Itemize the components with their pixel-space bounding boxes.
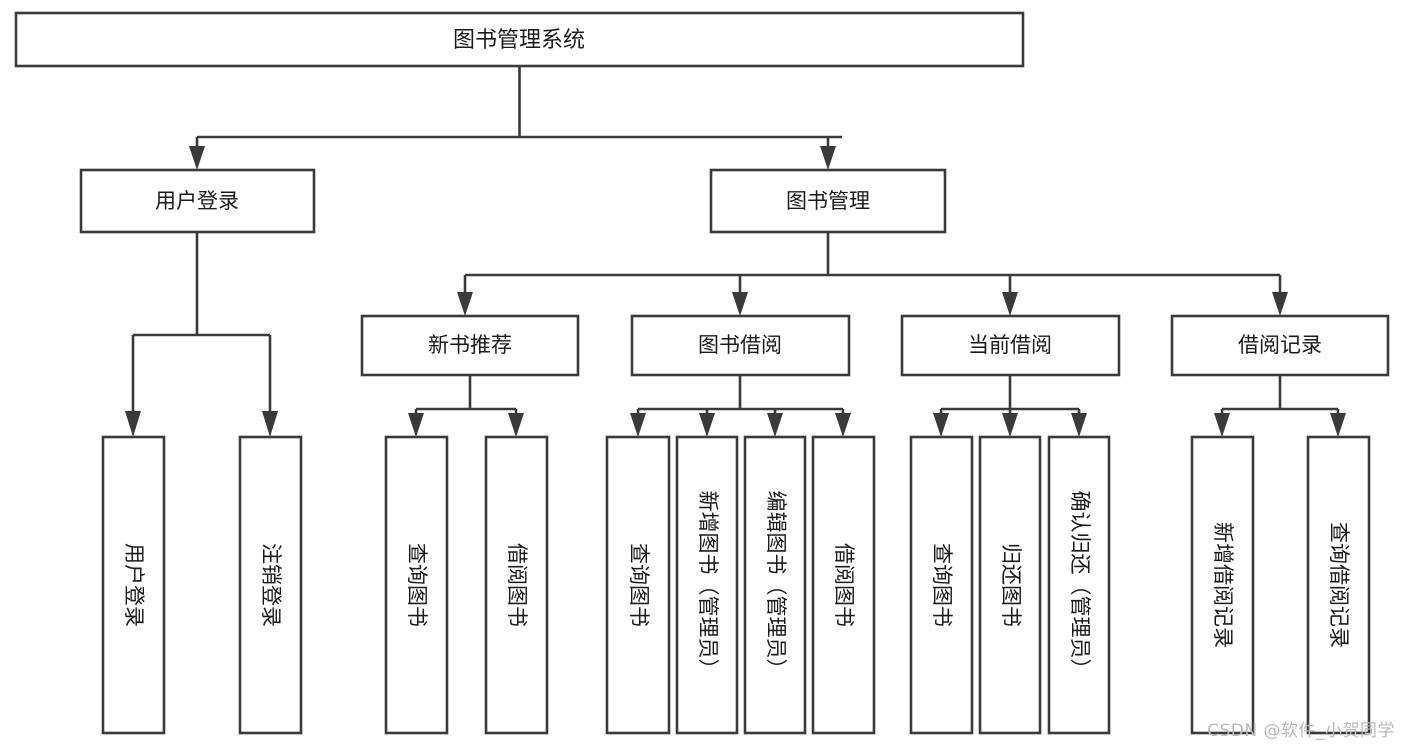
node-user-login-label: 用户登录: [155, 189, 239, 213]
arrow-new-l1: [408, 413, 424, 437]
node-borrow-record-label: 借阅记录: [1238, 333, 1322, 357]
leaf-new-book-0-label: 查询图书: [405, 543, 429, 627]
leaf-current-borrow-1-label: 归还图书: [999, 543, 1023, 627]
node-current-borrow-box[interactable]: [900, 314, 1121, 377]
arrow-current-l3: [1071, 413, 1087, 437]
leaf-current-borrow-1[interactable]: 归还图书: [978, 435, 1042, 735]
leaf-borrow-record-0[interactable]: 新增借阅记录: [1190, 435, 1255, 735]
arrow-current-l2: [1002, 413, 1018, 437]
arrow-borrow-l3: [767, 413, 783, 437]
leaf-current-borrow-0-label: 查询图书: [930, 543, 954, 627]
node-root[interactable]: 图书管理系统: [14, 11, 1025, 68]
arrow-user-leaf1: [125, 411, 141, 437]
arrow-new-l2: [508, 413, 524, 437]
leaf-borrow-record-1[interactable]: 查询借阅记录: [1306, 435, 1371, 735]
leaf-new-book-1[interactable]: 借阅图书: [484, 435, 549, 735]
arrow-borrow-l2: [699, 413, 715, 437]
csdn-watermark: CSDN @软件_小贺同学: [1207, 721, 1395, 741]
leaf-book-borrow-2-label: 编辑图书（管理员）: [764, 491, 788, 680]
node-user-login-box[interactable]: [79, 168, 316, 234]
node-borrow-record[interactable]: 借阅记录: [1170, 314, 1390, 377]
node-borrow-record-box[interactable]: [1170, 314, 1390, 377]
arrow-root-to-bookmgmt: [820, 146, 836, 170]
leaf-current-borrow-2[interactable]: 确认归还（管理员）: [1047, 435, 1111, 735]
leaf-book-borrow-0[interactable]: 查询图书: [605, 435, 671, 735]
leaf-book-borrow-0-box[interactable]: [605, 435, 671, 735]
leaf-book-borrow-2-box[interactable]: [743, 435, 807, 735]
leaf-current-borrow-1-box[interactable]: [978, 435, 1042, 735]
node-book-management-label: 图书管理: [786, 189, 870, 213]
edges-layer: [125, 66, 1346, 437]
leaf-borrow-record-0-box[interactable]: [1190, 435, 1255, 735]
leaf-book-borrow-1-label: 新增图书（管理员）: [696, 491, 720, 680]
node-new-book-recommend-box[interactable]: [360, 314, 580, 377]
arrow-root-to-user: [189, 146, 205, 170]
arrow-record-l1: [1214, 413, 1230, 437]
leaf-user-login-1-box[interactable]: [238, 435, 303, 735]
leaf-borrow-record-1-label: 查询借阅记录: [1327, 522, 1351, 648]
leaf-borrow-record-1-box[interactable]: [1306, 435, 1371, 735]
node-book-borrow-box[interactable]: [630, 314, 851, 377]
leaf-current-borrow-2-box[interactable]: [1047, 435, 1111, 735]
leaf-borrow-record-0-label: 新增借阅记录: [1211, 522, 1235, 648]
leaf-new-book-1-label: 借阅图书: [505, 543, 529, 627]
leaf-user-login-0[interactable]: 用户登录: [101, 435, 166, 735]
leaf-new-book-0-box[interactable]: [384, 435, 449, 735]
arrow-bm-current: [1002, 292, 1018, 316]
leaf-user-login-0-label: 用户登录: [122, 543, 146, 627]
arrow-record-l2: [1330, 413, 1346, 437]
arrow-borrow-l4: [835, 413, 851, 437]
arrow-bm-record: [1272, 292, 1288, 316]
leaf-current-borrow-2-label: 确认归还（管理员）: [1068, 491, 1092, 680]
node-current-borrow[interactable]: 当前借阅: [900, 314, 1121, 377]
leaf-user-login-0-box[interactable]: [101, 435, 166, 735]
arrow-borrow-l1: [630, 413, 646, 437]
node-root-box[interactable]: [14, 11, 1025, 68]
leaf-book-borrow-3[interactable]: 借阅图书: [811, 435, 876, 735]
node-book-management-box[interactable]: [709, 168, 947, 234]
leaf-current-borrow-0[interactable]: 查询图书: [909, 435, 974, 735]
leaf-book-borrow-2[interactable]: 编辑图书（管理员）: [743, 435, 807, 735]
node-book-borrow[interactable]: 图书借阅: [630, 314, 851, 377]
arrow-current-l1: [933, 413, 949, 437]
arrow-bm-new: [457, 292, 473, 316]
leaf-user-login-1[interactable]: 注销登录: [238, 435, 303, 735]
leaf-book-borrow-0-label: 查询图书: [627, 543, 651, 627]
leaf-book-borrow-1-box[interactable]: [675, 435, 739, 735]
leaf-current-borrow-0-box[interactable]: [909, 435, 974, 735]
arrow-user-leaf2: [262, 411, 278, 437]
leaf-book-borrow-3-box[interactable]: [811, 435, 876, 735]
node-new-book-recommend[interactable]: 新书推荐: [360, 314, 580, 377]
leaf-book-borrow-3-label: 借阅图书: [832, 543, 856, 627]
leaf-new-book-1-box[interactable]: [484, 435, 549, 735]
node-user-login[interactable]: 用户登录: [79, 168, 316, 234]
node-book-borrow-label: 图书借阅: [698, 333, 782, 357]
node-book-management[interactable]: 图书管理: [709, 168, 947, 234]
leaf-user-login-1-label: 注销登录: [259, 543, 283, 627]
node-current-borrow-label: 当前借阅: [968, 333, 1052, 357]
node-new-book-recommend-label: 新书推荐: [428, 333, 512, 357]
arrow-bm-borrow: [732, 292, 748, 316]
leaf-new-book-0[interactable]: 查询图书: [384, 435, 449, 735]
node-root-label: 图书管理系统: [453, 28, 585, 53]
leaf-book-borrow-1[interactable]: 新增图书（管理员）: [675, 435, 739, 735]
